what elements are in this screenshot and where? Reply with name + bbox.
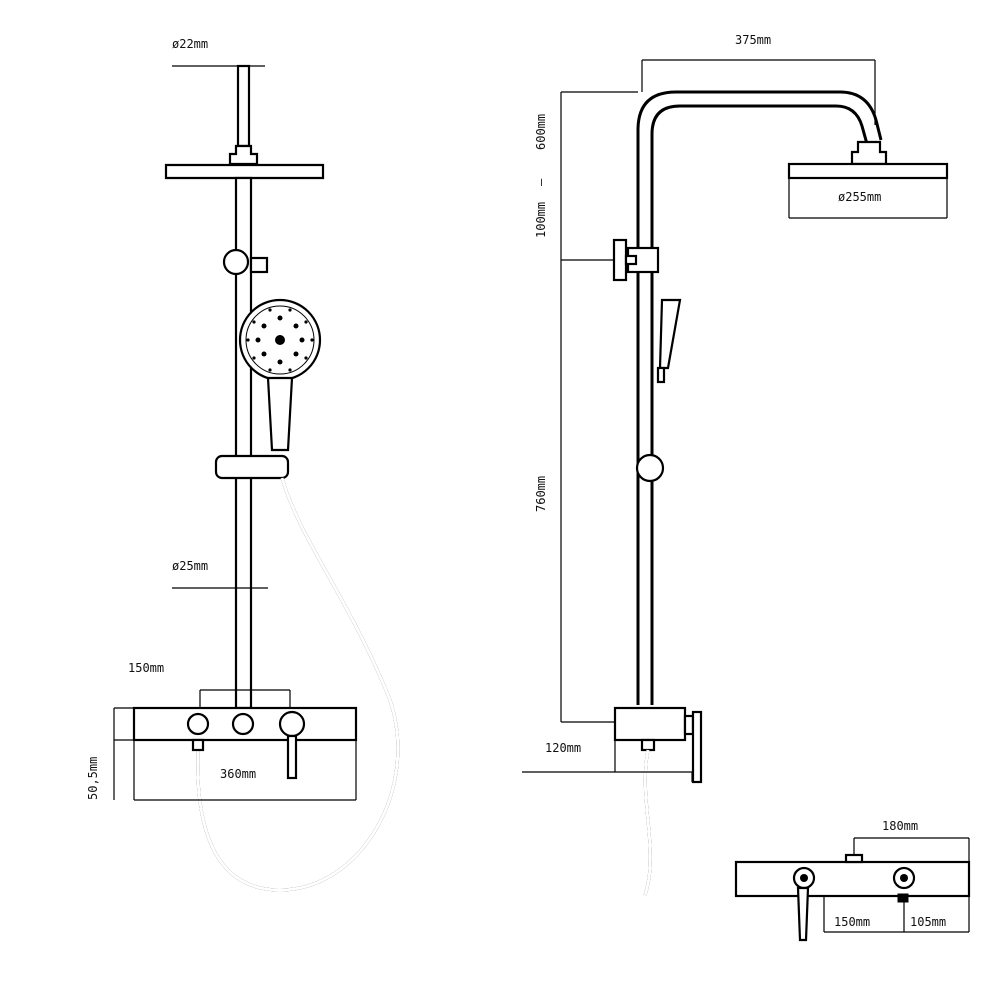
- front-inlet-spacing-label: 150mm: [128, 661, 164, 675]
- riser-length-label: 760mm: [534, 476, 548, 512]
- side-valve-cap: [683, 714, 695, 736]
- front-hose-outlet: [191, 738, 205, 752]
- side-head-connector: [850, 140, 888, 166]
- front-diverter-knob: [222, 248, 250, 276]
- front-right-knob: [278, 710, 306, 738]
- bottom-right-stem: [897, 893, 909, 903]
- bottom-edge-offset-label: 105mm: [910, 915, 946, 929]
- side-hand-shower: [658, 298, 682, 370]
- side-valve-body: [613, 706, 687, 742]
- adjust-range-label: 600mm: [534, 114, 548, 150]
- side-diverter-knob: [612, 238, 628, 282]
- front-head-connector: [228, 144, 259, 166]
- side-slide-bracket: [635, 453, 665, 483]
- side-overhead-head: [787, 162, 949, 180]
- front-middle-knob: [231, 712, 255, 736]
- arm-tube-diameter-label: ø22mm: [172, 37, 208, 51]
- front-hand-shower-handle: [266, 376, 294, 452]
- side-hand-shower-tip: [656, 366, 666, 384]
- valve-depth-label: 120mm: [545, 741, 581, 755]
- bottom-outlet-offset-label: 180mm: [882, 819, 918, 833]
- side-view: 375mm 600mm — 100mm 760mm ø255mm 120mm: [522, 33, 949, 896]
- front-dimension-lines: [113, 65, 357, 801]
- bottom-lever: [796, 886, 810, 942]
- front-hose: [196, 477, 400, 892]
- side-diverter-stem: [624, 254, 638, 266]
- bottom-view: 180mm 150mm 105mm: [734, 819, 971, 942]
- bottom-outlet: [844, 853, 864, 864]
- head-diameter-label: ø255mm: [838, 190, 881, 204]
- side-dimension-lines: [522, 59, 948, 782]
- bottom-inlet-spacing-label: 150mm: [834, 915, 870, 929]
- riser-diameter-label: ø25mm: [172, 559, 208, 573]
- range-separator: —: [534, 178, 548, 186]
- valve-body-width-label: 360mm: [220, 767, 256, 781]
- front-slide-bracket: [214, 454, 290, 480]
- side-hose-outlet: [640, 738, 656, 752]
- side-valve-lever: [691, 710, 703, 784]
- min-gap-label: 100mm: [534, 202, 548, 238]
- front-diverter-lever: [249, 256, 269, 274]
- side-curved-arm: [636, 90, 883, 705]
- front-hand-shower-nozzles: [246, 308, 314, 372]
- front-overhead-head: [164, 163, 325, 180]
- valve-body-height-label: 50,5mm: [86, 757, 100, 800]
- front-arm-tube: [236, 64, 251, 148]
- bottom-dimension-lines: [823, 837, 970, 933]
- front-hand-shower-face: [245, 305, 315, 375]
- arm-reach-label: 375mm: [735, 33, 771, 47]
- front-view: ø22mm ø25mm 150mm 50,5mm 360mm: [86, 37, 400, 892]
- front-mixer-lever: [286, 734, 298, 780]
- front-left-knob: [186, 712, 210, 736]
- bottom-valve-body: [734, 860, 971, 898]
